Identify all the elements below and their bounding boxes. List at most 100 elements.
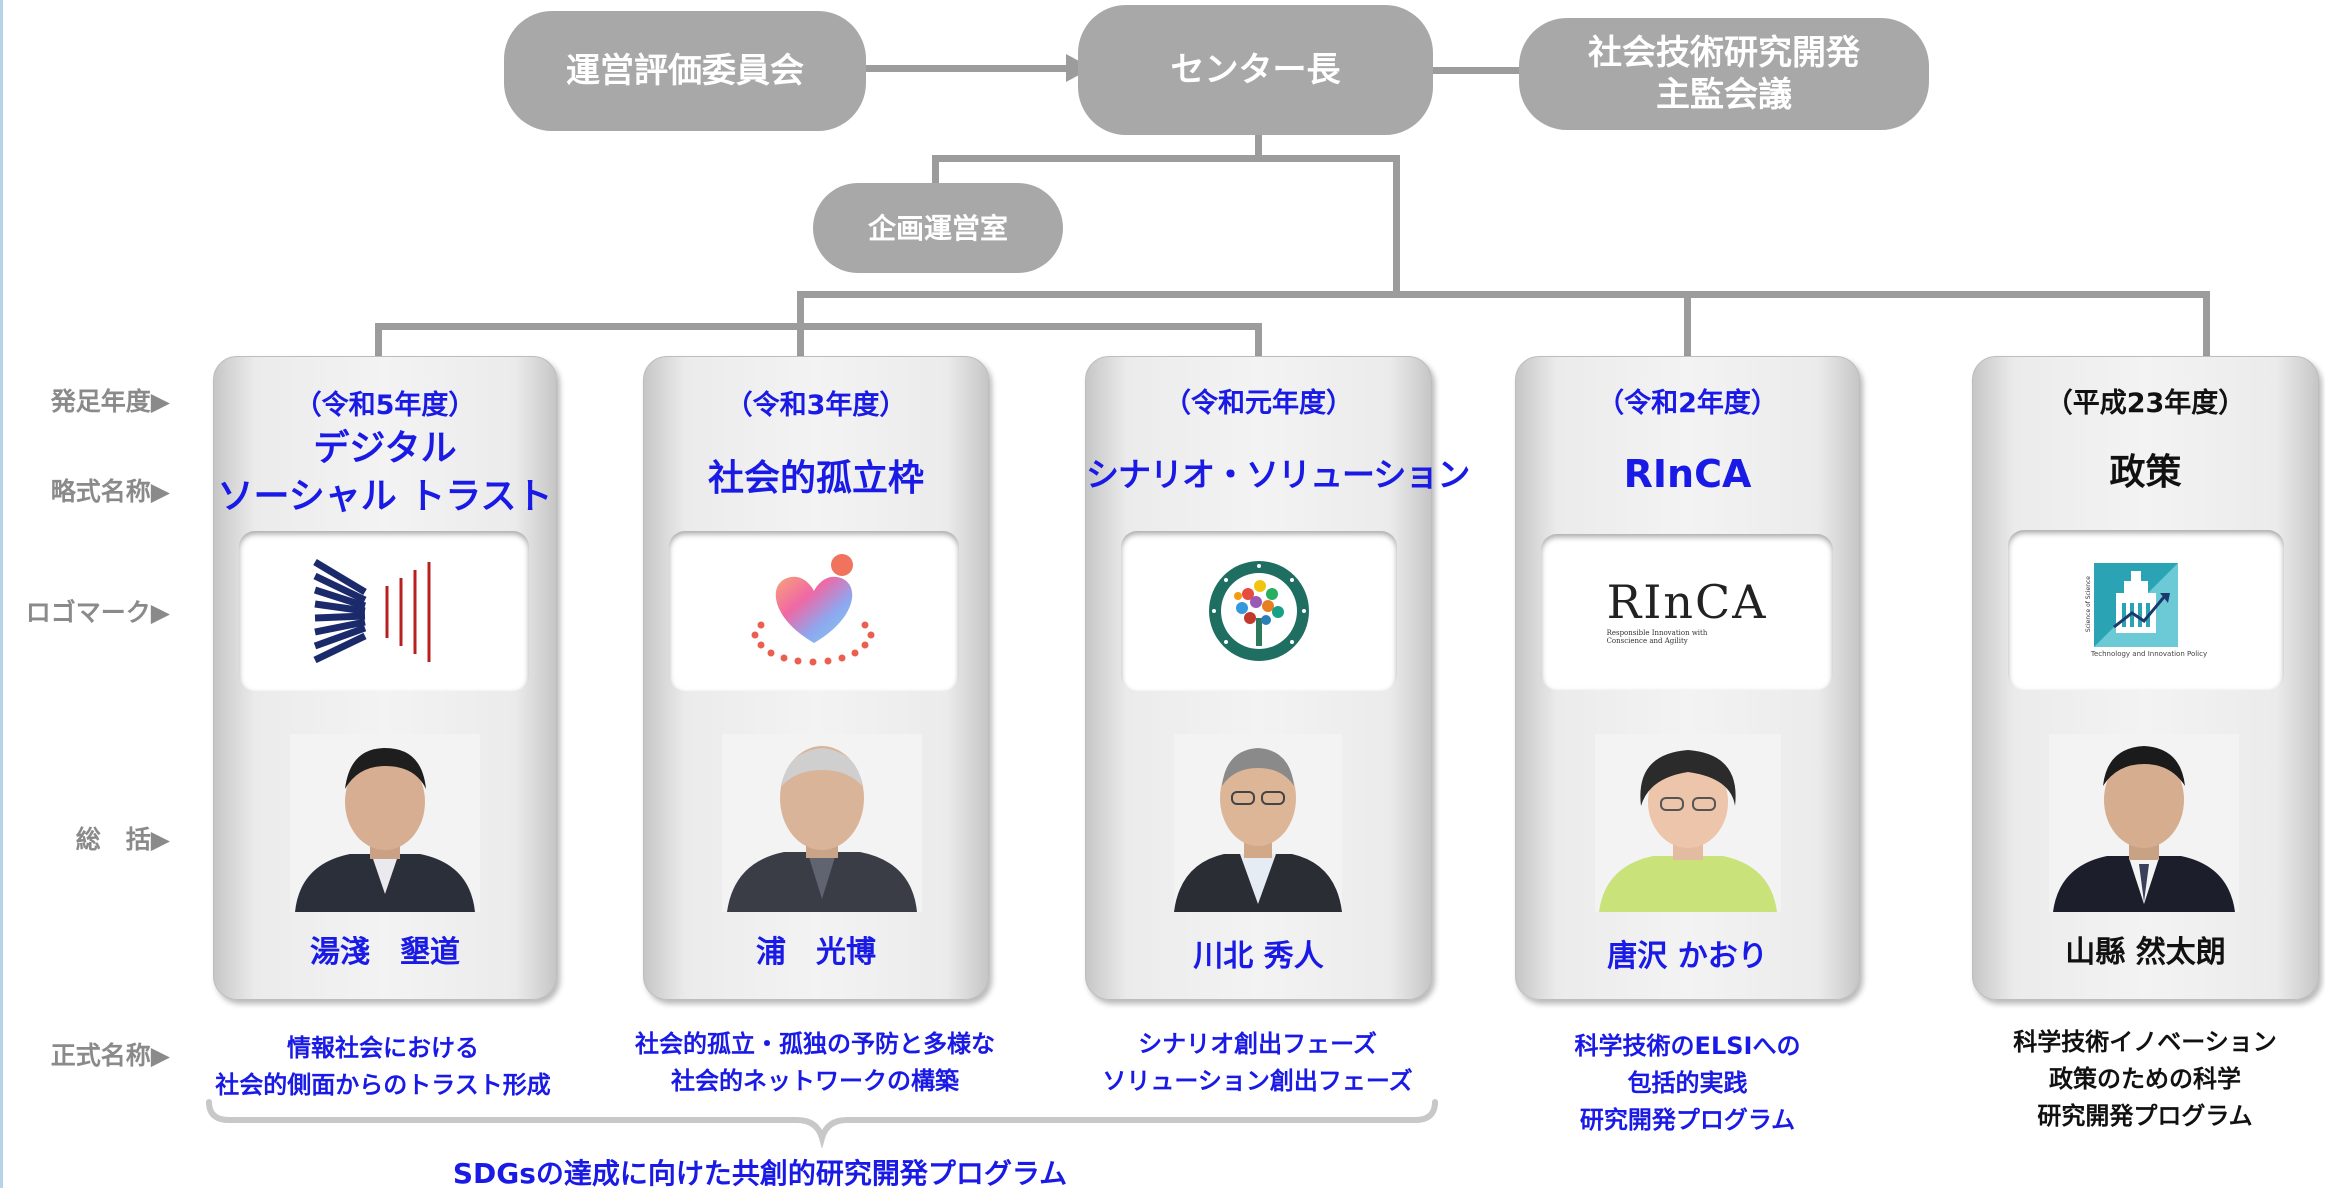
logo-side-text: Science of Science bbox=[2084, 576, 2092, 633]
program-year: （平成23年度） bbox=[2045, 388, 2246, 419]
connector-sdgs-trunk bbox=[797, 291, 804, 326]
program-short-name-line1: 社会的孤立枠 bbox=[707, 458, 924, 499]
supervisor-name: 浦 光博 bbox=[756, 935, 876, 970]
supervisor-photo bbox=[722, 734, 922, 912]
row-label-formal-name: 正式名称▶ bbox=[50, 1041, 170, 1070]
connector-drop-rinca bbox=[1684, 291, 1691, 356]
building-chart-icon bbox=[2093, 562, 2178, 647]
supervisor-name: 川北 秀人 bbox=[1193, 939, 1324, 974]
heart-ring-logo-icon bbox=[751, 554, 875, 666]
formal-name-line: 科学技術イノベーション bbox=[2013, 1028, 2277, 1056]
digital-social-trust-logo-icon bbox=[313, 558, 431, 664]
connector-director-down bbox=[1255, 135, 1262, 159]
person-portrait-icon bbox=[2049, 734, 2239, 912]
program-short-name: 政策 bbox=[1973, 449, 2318, 497]
left-edge-bar bbox=[0, 0, 3, 1188]
formal-name-line: 社会的側面からのトラスト形成 bbox=[215, 1071, 551, 1100]
rinca-tagline-line1: Responsible Innovation with bbox=[1606, 629, 1708, 637]
director-box: センター長 bbox=[1078, 5, 1433, 135]
program-short-name-line1: デジタル bbox=[313, 428, 457, 469]
supervisor-photo bbox=[2049, 734, 2239, 912]
rinca-wordmark-logo-icon: RInCA Responsible Innovation with Consci… bbox=[1607, 579, 1768, 645]
program-group-brace bbox=[206, 1099, 1438, 1148]
solve-tree-logo-icon bbox=[1209, 561, 1309, 661]
formal-name-scenario-solution: シナリオ創出フェーズ ソリューション創出フェーズ bbox=[1070, 1026, 1445, 1100]
connector-sdgs-horizontal bbox=[375, 323, 1262, 330]
program-logo-box bbox=[669, 531, 959, 691]
supervisor-photo bbox=[1595, 734, 1781, 912]
connector-drop-isolation bbox=[797, 323, 804, 356]
supervisor-name: 唐沢 かおり bbox=[1607, 939, 1768, 974]
program-card-scenario-solution: （令和元年度） シナリオ・ソリューション bbox=[1085, 356, 1470, 1000]
formal-name-line: 社会的ネットワークの構築 bbox=[671, 1067, 959, 1096]
formal-name-line: 研究開発プログラム bbox=[2037, 1102, 2253, 1131]
connector-main-trunk bbox=[1393, 155, 1400, 296]
committee-arrow-line bbox=[866, 65, 1066, 72]
program-logo-box: Science of Science Technology and Innova… bbox=[2008, 530, 2284, 690]
formal-name-line: 包括的実践 bbox=[1627, 1069, 1748, 1098]
director-council-line bbox=[1433, 67, 1519, 74]
connector-drop-scenario bbox=[1255, 323, 1262, 356]
formal-name-digital-social-trust: 情報社会における 社会的側面からのトラスト形成 bbox=[183, 1030, 583, 1104]
logo-caption: Technology and Innovation Policy bbox=[2090, 649, 2208, 658]
committee-box: 運営評価委員会 bbox=[504, 11, 866, 131]
program-short-name: RInCA bbox=[1516, 449, 1859, 499]
program-card-social-isolation: （令和3年度） 社会的孤立枠 bbox=[643, 356, 989, 1000]
sdgs-program-label: SDGsの達成に向けた共創的研究開発プログラム bbox=[452, 1157, 1068, 1190]
program-card-policy: （平成23年度） 政策 Science of Science Technolog… bbox=[1972, 356, 2319, 1000]
council-box: 社会技術研究開発 主監会議 bbox=[1519, 18, 1929, 130]
planning-office-box: 企画運営室 bbox=[813, 183, 1063, 273]
director-label: センター長 bbox=[1170, 49, 1341, 90]
program-year: （令和5年度） bbox=[294, 390, 476, 421]
formal-name-line: 情報社会における bbox=[287, 1034, 479, 1062]
row-label-logo: ロゴマーク▶ bbox=[25, 598, 170, 627]
program-card-digital-social-trust: （令和5年度） デジタル ソーシャル トラスト bbox=[213, 356, 557, 1000]
program-year: （令和3年度） bbox=[725, 390, 907, 421]
program-card-rinca: （令和2年度） RInCA RInCA Responsible Innovati… bbox=[1515, 356, 1860, 1000]
program-logo-box: RInCA Responsible Innovation with Consci… bbox=[1541, 534, 1833, 690]
formal-name-social-isolation: 社会的孤立・孤独の予防と多様な 社会的ネットワークの構築 bbox=[600, 1026, 1030, 1100]
council-label-line2: 主監会議 bbox=[1656, 75, 1792, 115]
formal-name-line: 社会的孤立・孤独の予防と多様な bbox=[635, 1030, 995, 1058]
program-short-name: 社会的孤立枠 bbox=[644, 455, 988, 503]
program-logo-box bbox=[1121, 531, 1397, 691]
formal-name-rinca: 科学技術のELSIへの 包括的実践 研究開発プログラム bbox=[1500, 1028, 1875, 1140]
science-policy-logo-icon: Science of Science Technology and Innova… bbox=[2084, 562, 2208, 658]
connector-drop-dst bbox=[375, 323, 382, 356]
person-portrait-icon bbox=[1595, 734, 1781, 912]
committee-label: 運営評価委員会 bbox=[566, 50, 804, 91]
formal-name-policy: 科学技術イノベーション 政策のための科学 研究開発プログラム bbox=[1950, 1024, 2325, 1136]
rinca-wordmark: RInCA bbox=[1606, 575, 1768, 629]
formal-name-line: ソリューション創出フェーズ bbox=[1102, 1067, 1413, 1096]
formal-name-line: 研究開発プログラム bbox=[1579, 1106, 1796, 1135]
formal-name-line: 科学技術のELSIへの bbox=[1574, 1032, 1801, 1060]
row-label-supervisor: 総 括▶ bbox=[75, 825, 170, 854]
council-label-line1: 社会技術研究開発 bbox=[1588, 32, 1860, 73]
program-short-name: シナリオ・ソリューション bbox=[1086, 453, 1470, 497]
person-portrait-icon bbox=[290, 734, 480, 912]
supervisor-photo bbox=[1174, 734, 1342, 912]
program-year: （令和2年度） bbox=[1597, 388, 1778, 419]
connector-level1-horizontal bbox=[932, 155, 1400, 162]
formal-name-line: シナリオ創出フェーズ bbox=[1138, 1030, 1377, 1058]
connector-planning-drop bbox=[932, 155, 939, 185]
planning-office-label: 企画運営室 bbox=[867, 211, 1008, 245]
person-portrait-icon bbox=[722, 734, 922, 912]
program-short-name-line1: シナリオ・ソリューション bbox=[1086, 455, 1470, 494]
program-logo-box bbox=[239, 531, 529, 691]
rinca-tagline-line2: Conscience and Agility bbox=[1606, 637, 1688, 645]
row-label-short-name: 略式名称▶ bbox=[50, 477, 170, 506]
program-short-name-line1: 政策 bbox=[2109, 452, 2182, 493]
supervisor-name: 湯淺 墾道 bbox=[310, 935, 460, 970]
connector-drop-policy bbox=[2203, 291, 2210, 356]
program-year: （令和元年度） bbox=[1164, 388, 1353, 419]
supervisor-photo bbox=[290, 734, 480, 912]
person-portrait-icon bbox=[1174, 734, 1342, 912]
program-short-name: デジタル ソーシャル トラスト bbox=[214, 425, 556, 520]
row-label-year: 発足年度▶ bbox=[50, 387, 170, 416]
program-short-name-line1: RInCA bbox=[1623, 452, 1752, 496]
formal-name-line: 政策のための科学 bbox=[2049, 1065, 2241, 1094]
supervisor-name: 山縣 然太朗 bbox=[2065, 935, 2226, 970]
program-short-name-line2: ソーシャル トラスト bbox=[217, 475, 553, 517]
connector-level2-horizontal bbox=[797, 291, 2210, 298]
